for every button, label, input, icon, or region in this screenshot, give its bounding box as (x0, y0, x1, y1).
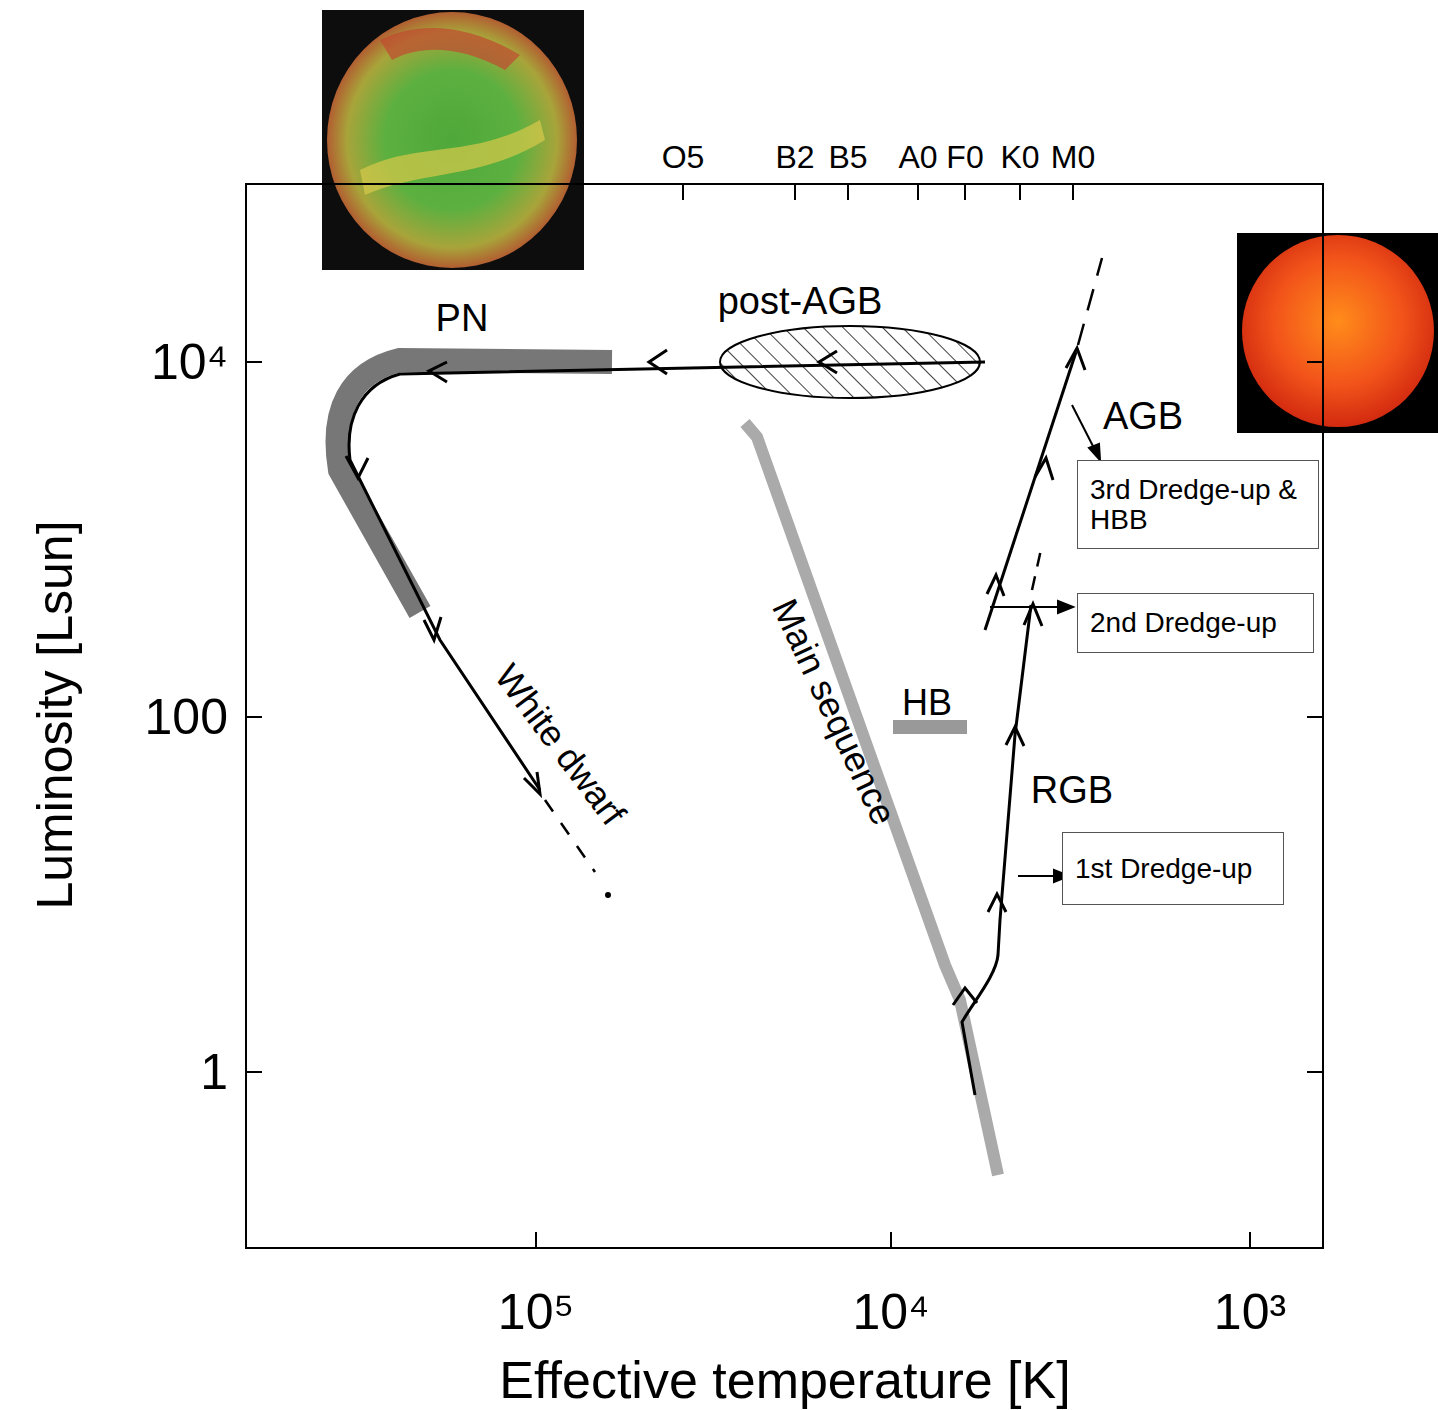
nebula-shape (327, 12, 577, 268)
tick-label: 1 (200, 1047, 228, 1097)
process-box: 2nd Dredge-up (1077, 593, 1314, 653)
phase-label: PN (436, 299, 489, 337)
evolution-track (349, 258, 1102, 1095)
spectral-type: O5 (662, 141, 705, 173)
tick-label: 10³ (1214, 1287, 1286, 1337)
phase-label: RGB (1031, 771, 1113, 809)
phase-label: AGB (1103, 397, 1183, 435)
hb-band (893, 720, 967, 734)
red-giant-disc (1242, 235, 1434, 427)
box-text: 2nd Dredge-up (1090, 608, 1301, 637)
spectral-type: B5 (828, 141, 867, 173)
spectral-type: F0 (946, 141, 983, 173)
spectral-type: A0 (898, 141, 937, 173)
box-text: 1st Dredge-up (1075, 854, 1271, 883)
spectral-type: K0 (1000, 141, 1039, 173)
phase-label: HB (902, 685, 952, 721)
phase-label: post-AGB (718, 282, 883, 320)
pn-band (338, 360, 613, 612)
red-giant-photo (1237, 233, 1438, 433)
nebula-photo (322, 10, 584, 270)
nebula-rim (380, 28, 520, 70)
axis-title: Effective temperature [K] (499, 1354, 1070, 1406)
tick-label: 10⁵ (498, 1287, 574, 1337)
spectral-type: M0 (1051, 141, 1095, 173)
process-box: 3rd Dredge-up & HBB (1077, 460, 1319, 549)
main-sequence-band (745, 423, 998, 1175)
process-box: 1st Dredge-up (1062, 832, 1284, 905)
phase-label: Main sequence (766, 594, 902, 831)
tick-label: 100 (145, 692, 228, 742)
track-arrowheads (346, 348, 1085, 1005)
axis-ticks (246, 184, 1323, 1248)
tick-label: 10⁴ (151, 337, 228, 387)
box-text: 3rd Dredge-up & HBB (1090, 475, 1306, 534)
plot-frame (246, 184, 1323, 1248)
spectral-type: B2 (775, 141, 814, 173)
tick-label: 10⁴ (852, 1287, 929, 1337)
axis-title: Luminosity [Lsun] (30, 520, 80, 909)
